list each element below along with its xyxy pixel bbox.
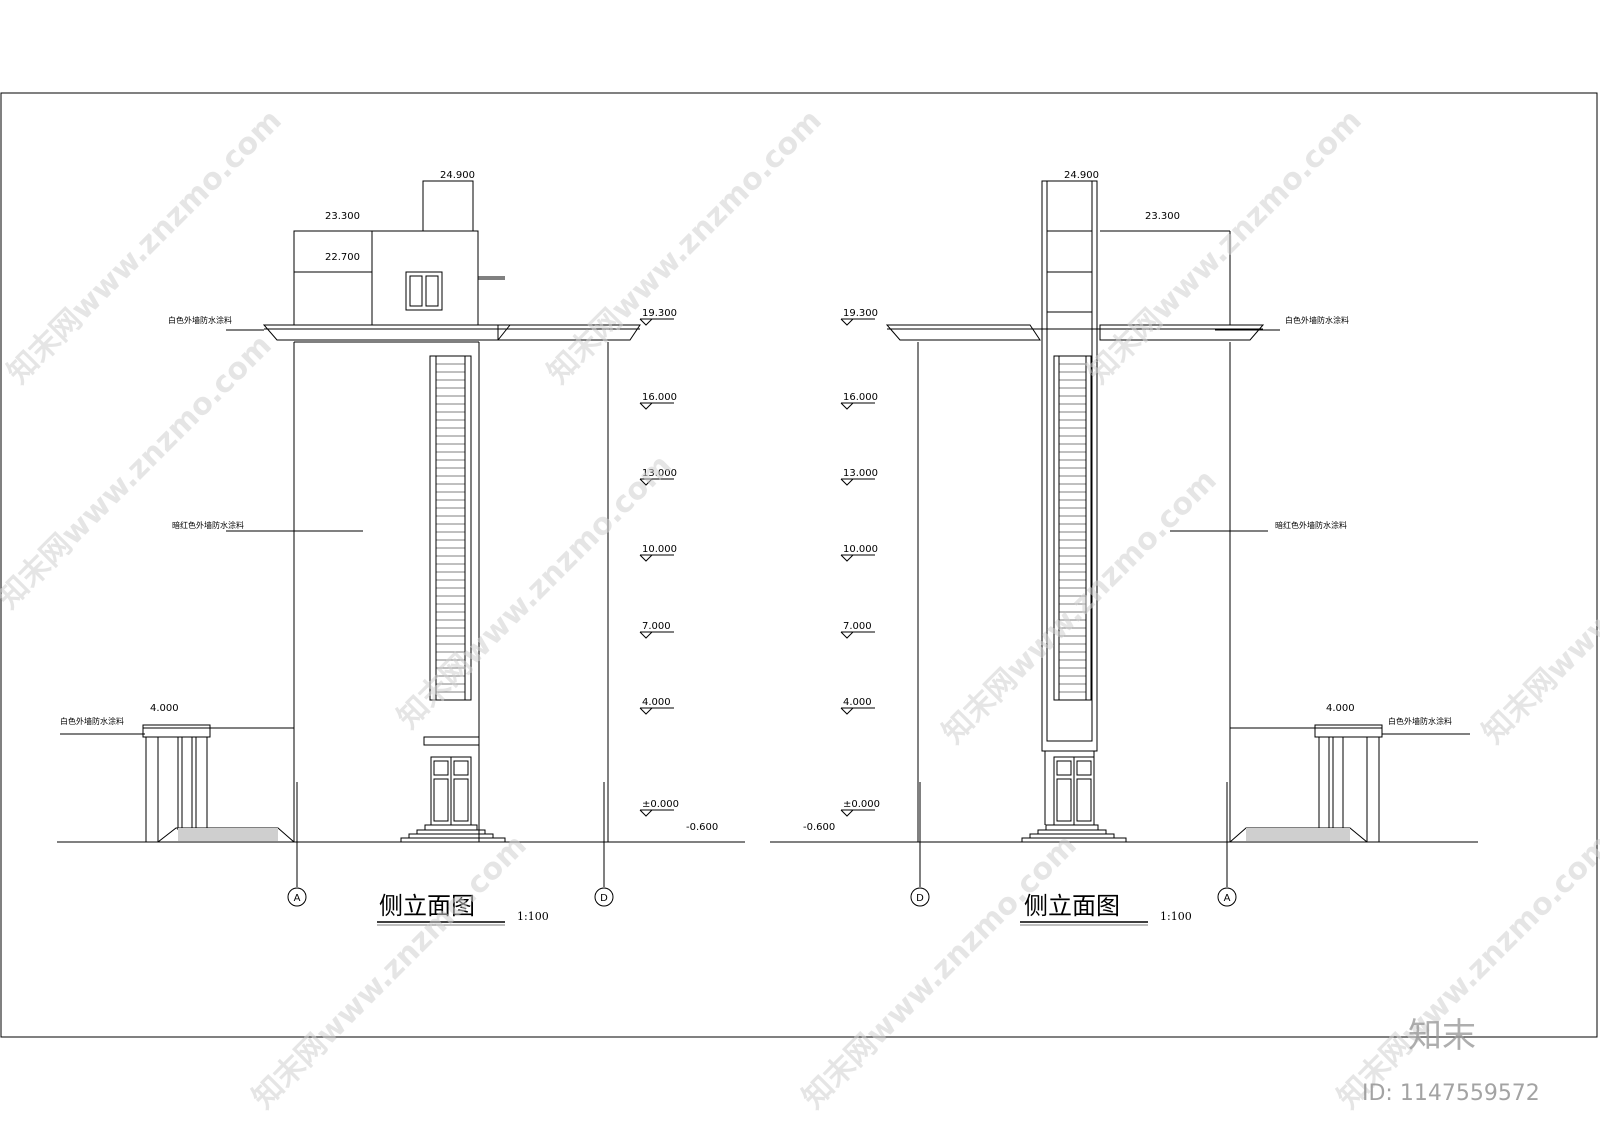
left-elevation bbox=[57, 181, 745, 887]
level-roof-left: 23.300 bbox=[325, 211, 360, 222]
watermark-layer: 知末网www.znzmo.com 知末网www.znzmo.com 知末网www… bbox=[0, 103, 1600, 1116]
level-symbol bbox=[640, 632, 652, 638]
drawing-frame bbox=[1, 93, 1597, 1037]
level-top-left: 24.900 bbox=[440, 170, 475, 181]
note-roof-right: 白色外墙防水涂料 bbox=[1285, 315, 1349, 325]
axis-label-a-left: A bbox=[294, 893, 301, 904]
level-label: ±0.000 bbox=[642, 799, 679, 810]
level-label: 10.000 bbox=[843, 544, 878, 555]
watermark-8: 知末网www.znzmo.com bbox=[246, 828, 534, 1116]
watermark-7: 知末网www.znzmo.com bbox=[1476, 463, 1600, 751]
level-label: 4.000 bbox=[843, 697, 872, 708]
level-label: 19.300 bbox=[843, 308, 878, 319]
right-level-marks: 19.300 16.000 13.000 10.000 7.000 4.000 ±0.000 bbox=[841, 308, 880, 816]
axis-bubble-d-left bbox=[594, 887, 614, 907]
level-annex-right: 4.000 bbox=[1326, 703, 1355, 714]
level-label: 16.000 bbox=[843, 392, 878, 403]
note-roof-left: 白色外墙防水涂料 bbox=[168, 315, 232, 325]
level-label: 10.000 bbox=[642, 544, 677, 555]
watermark-2: 知末网www.znzmo.com bbox=[541, 103, 829, 391]
level-symbol bbox=[640, 810, 652, 816]
level-label: 16.000 bbox=[642, 392, 677, 403]
level-label: 13.000 bbox=[843, 468, 878, 479]
note-wall-left: 暗红色外墙防水涂料 bbox=[172, 520, 244, 530]
drawing-title-left: 侧立面图 bbox=[379, 892, 475, 920]
note-annex-left: 白色外墙防水涂料 bbox=[60, 716, 124, 726]
level-roof-right: 23.300 bbox=[1145, 211, 1180, 222]
level-symbol bbox=[640, 555, 652, 561]
scale-label-left: 1:100 bbox=[517, 910, 549, 923]
level-symbol bbox=[841, 810, 853, 816]
level-symbol bbox=[841, 708, 853, 714]
axis-bubble-a-left bbox=[287, 887, 307, 907]
level-ground-left: -0.600 bbox=[686, 822, 718, 833]
level-symbol bbox=[640, 319, 652, 325]
level-annex-left: 4.000 bbox=[150, 703, 179, 714]
drawing-title-right: 侧立面图 bbox=[1024, 892, 1120, 920]
axis-label-d-left: D bbox=[600, 893, 608, 904]
id-label: ID: 1147559572 bbox=[1362, 1081, 1540, 1106]
right-elevation bbox=[770, 181, 1478, 887]
left-level-marks: 19.300 16.000 13.000 10.000 7.000 4.000 ±0.000 bbox=[640, 308, 679, 816]
level-label: ±0.000 bbox=[843, 799, 880, 810]
axis-label-a-right: A bbox=[1224, 893, 1231, 904]
level-label: 7.000 bbox=[642, 621, 671, 632]
level-label: 13.000 bbox=[642, 468, 677, 479]
watermark-6: 知末网www.znzmo.com bbox=[936, 463, 1224, 751]
level-symbol bbox=[640, 708, 652, 714]
brand-logo: 知末 bbox=[1408, 1016, 1476, 1056]
level-symbol bbox=[841, 319, 853, 325]
scale-label-right: 1:100 bbox=[1160, 910, 1192, 923]
level-symbol bbox=[640, 403, 652, 409]
watermark-5: 知末网www.znzmo.com bbox=[391, 448, 679, 736]
level-symbol bbox=[841, 555, 853, 561]
level-symbol bbox=[841, 632, 853, 638]
axis-bubble-d-right bbox=[910, 887, 930, 907]
level-symbol bbox=[841, 403, 853, 409]
watermark-10: 知末网www.znzmo.com bbox=[1331, 828, 1600, 1116]
watermark-3: 知末网www.znzmo.com bbox=[1081, 103, 1369, 391]
level-label: 19.300 bbox=[642, 308, 677, 319]
level-label: 7.000 bbox=[843, 621, 872, 632]
level-roof-inner-left: 22.700 bbox=[325, 252, 360, 263]
level-label: 4.000 bbox=[642, 697, 671, 708]
note-annex-right: 白色外墙防水涂料 bbox=[1388, 716, 1452, 726]
note-wall-right: 暗红色外墙防水涂料 bbox=[1275, 520, 1347, 530]
axis-bubble-a-right bbox=[1217, 887, 1237, 907]
level-top-right: 24.900 bbox=[1064, 170, 1099, 181]
level-ground-right: -0.600 bbox=[803, 822, 835, 833]
watermark-9: 知末网www.znzmo.com bbox=[796, 828, 1084, 1116]
level-symbol bbox=[841, 479, 853, 485]
axis-label-d-right: D bbox=[916, 893, 924, 904]
